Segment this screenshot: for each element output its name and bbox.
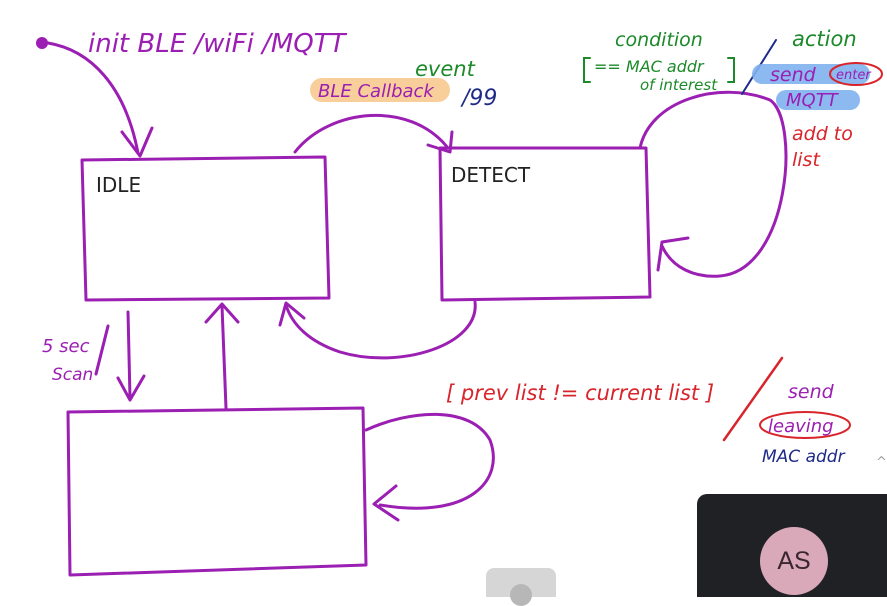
scan-interval-label: 5 sec [42, 336, 90, 357]
detect-state-label: DETECT [451, 163, 531, 187]
send-leaving-label: send [788, 381, 835, 403]
scan-label: Scan [52, 365, 93, 385]
drag-handle-icon [510, 584, 532, 606]
scan-to-idle-arrow [220, 304, 228, 410]
video-participant-tile[interactable]: AS [697, 494, 887, 597]
mac-addr-label: MAC addr [762, 447, 846, 467]
scan-state-box [66, 406, 368, 577]
idle-to-scan-arrowhead [116, 374, 146, 402]
caret-up-icon[interactable]: ^ [876, 455, 887, 470]
drawer-handle[interactable] [486, 568, 556, 606]
slash-mark: /99 [460, 86, 497, 111]
detect-state-box [438, 146, 652, 302]
idle-to-scan-arrow [126, 310, 132, 400]
scan-slash [94, 324, 110, 376]
detect-to-idle-arrowhead [278, 301, 306, 327]
idle-state-box [80, 155, 331, 302]
action-label: action [792, 27, 857, 51]
idle-to-detect-arrow [293, 113, 450, 154]
send-label: send [770, 64, 817, 86]
init-label: init BLE /wiFi /MQTT [88, 29, 348, 59]
init-arrowhead [120, 126, 154, 158]
list-label: list [792, 149, 821, 171]
detect-to-idle-arrow [284, 300, 477, 360]
scan-self-loop-arrowhead [372, 484, 400, 522]
enter-circle [829, 62, 883, 86]
add-to-label: add to [792, 123, 853, 145]
send-highlight [752, 64, 870, 84]
idle-state-label: IDLE [96, 173, 141, 197]
condition-line2: of interest [640, 76, 718, 94]
detect-self-loop-arrowhead [656, 236, 690, 272]
scan-to-idle-arrowhead [204, 302, 240, 324]
mqtt-label: MQTT [786, 90, 840, 111]
initial-state-dot [36, 37, 48, 49]
enter-label: enter [836, 68, 872, 83]
list-compare-condition: [ prev list != current list ] [446, 381, 714, 405]
participant-avatar: AS [760, 527, 828, 595]
mqtt-highlight [776, 90, 860, 110]
ble-callback-label: BLE Callback [318, 81, 435, 102]
list-compare-divider [722, 356, 784, 442]
detect-self-loop [638, 90, 788, 278]
scan-self-loop [364, 412, 495, 510]
idle-to-detect-arrowhead [426, 130, 454, 154]
condition-label: condition [615, 29, 703, 51]
leaving-circle [759, 411, 851, 439]
ble-callback-highlight [310, 78, 450, 102]
condition-line1: == MAC addr [594, 57, 705, 76]
condition-bracket [583, 57, 735, 83]
event-label: event [415, 57, 476, 81]
leaving-label: leaving [768, 416, 834, 437]
init-arrow [46, 41, 140, 155]
